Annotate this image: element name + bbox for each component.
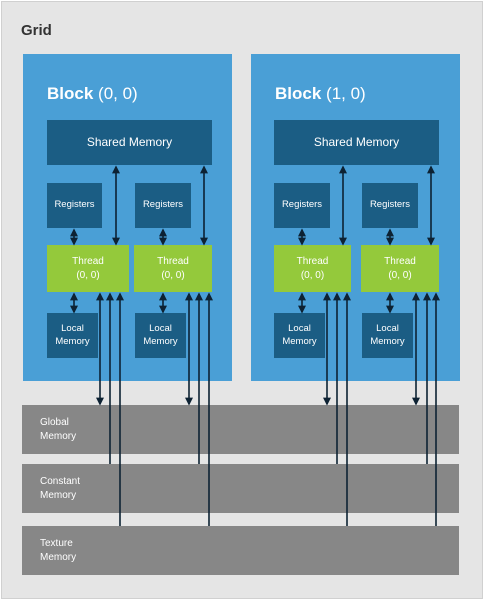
thread: Thread (0, 0) [47,245,129,292]
block-coord: (0, 0) [98,84,138,103]
block-title: Block (0, 0) [47,84,138,104]
local-memory-line1: Local [61,322,84,334]
thread: Thread (0, 0) [361,245,439,292]
local-memory: Local Memory [47,313,98,358]
thread-label: Thread [384,256,416,267]
registers: Registers [274,183,330,228]
registers: Registers [135,183,191,228]
thread-coord: (0, 0) [300,269,325,281]
local-memory-line2: Memory [55,335,90,347]
constant-memory: Constant Memory [22,464,459,513]
local-memory: Local Memory [274,313,325,358]
global-memory-line2: Memory [40,430,77,442]
shared-memory: Shared Memory [274,120,439,165]
thread-label: Thread [296,256,329,267]
registers: Registers [362,183,418,228]
grid-title: Grid [21,22,52,39]
thread-coord: (0, 0) [161,269,185,281]
global-memory: Global Memory [22,405,459,454]
local-memory-line1: Local [288,322,311,334]
local-memory: Local Memory [362,313,413,358]
constant-memory-line1: Constant [40,475,81,487]
local-memory-line2: Memory [282,335,317,347]
registers: Registers [47,183,102,228]
local-memory-line2: Memory [370,335,405,347]
texture-memory-line1: Texture [40,537,73,549]
block-title: Block (1, 0) [275,84,366,104]
constant-memory-line2: Memory [40,489,77,501]
thread-label: Thread [72,256,104,267]
global-memory-line1: Global [40,416,69,428]
thread: Thread (0, 0) [274,245,351,292]
texture-memory-line2: Memory [40,551,77,563]
texture-memory: Texture Memory [22,526,459,575]
block-label: Block [47,84,94,103]
local-memory-line1: Local [376,322,399,334]
thread-label: Thread [157,256,189,267]
local-memory: Local Memory [135,313,186,358]
thread-coord: (0, 0) [388,269,412,281]
block-label: Block [275,84,322,103]
thread-coord: (0, 0) [76,269,100,281]
block-coord: (1, 0) [326,84,366,103]
shared-memory: Shared Memory [47,120,212,165]
thread: Thread (0, 0) [134,245,212,292]
local-memory-line1: Local [149,322,172,334]
local-memory-line2: Memory [143,335,178,347]
